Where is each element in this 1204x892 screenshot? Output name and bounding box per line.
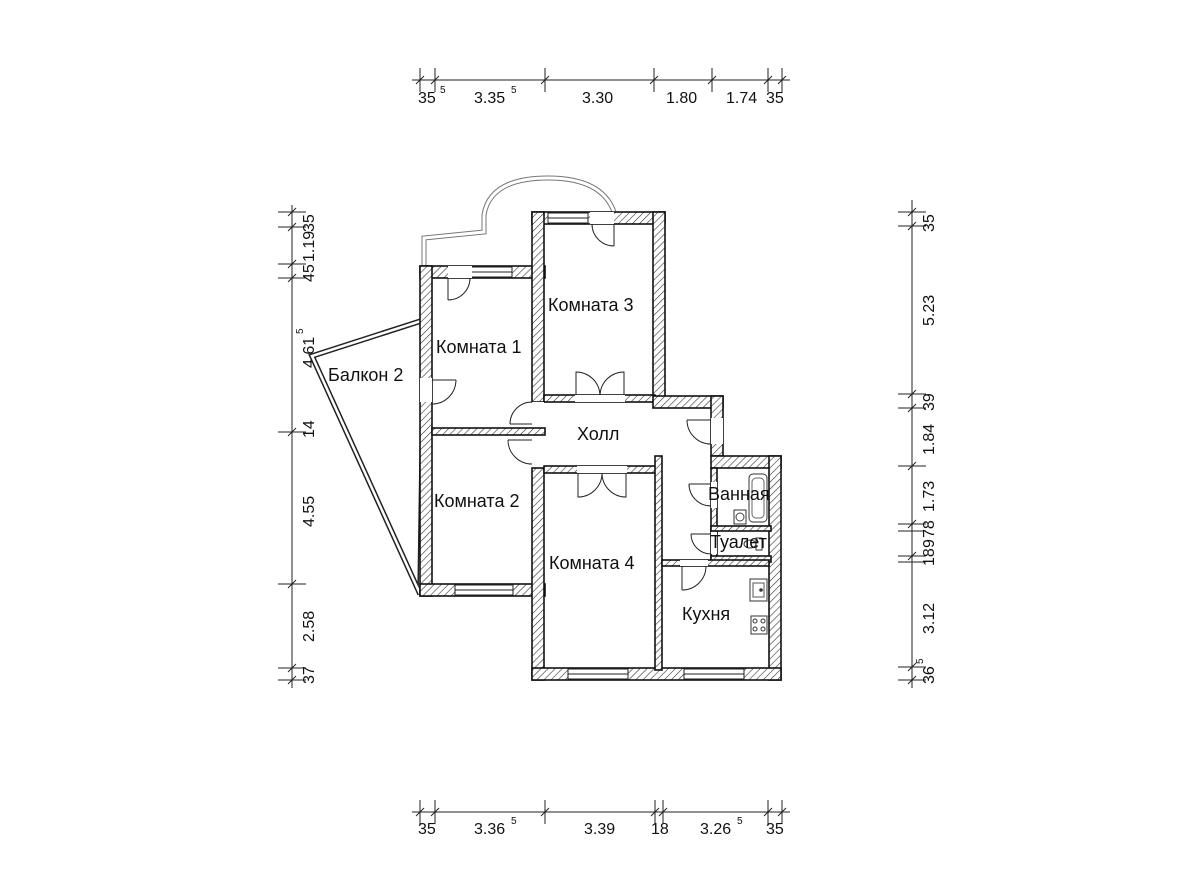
bottom-dimension-line: 35 3.36 5 3.39 18 3.26 5 35 [412, 800, 790, 838]
bathtub-icon [748, 473, 768, 523]
room-label-bathroom: Ванная [708, 484, 770, 504]
dim-bottom-2-sup: 5 [511, 816, 517, 827]
dim-top-1-sup: 5 [440, 85, 446, 96]
dim-top-2-sup: 5 [511, 85, 517, 96]
dim-top-6: 35 [766, 90, 784, 107]
stove-icon [750, 615, 768, 635]
dim-right-6: 78 [921, 520, 938, 538]
washbasin-icon [733, 509, 747, 525]
room-label-toilet: Туалет [710, 532, 767, 552]
kitchen-sink-icon [749, 578, 768, 602]
room-label-room-2: Комната 2 [434, 491, 520, 511]
left-dimension-line: 35 1.19 45 4.61 5 14 4.55 2.58 37 [278, 205, 318, 688]
dim-right-2: 5.23 [921, 295, 938, 326]
dim-bottom-4: 18 [651, 821, 669, 838]
balcony-bay-outline [421, 175, 617, 266]
dim-left-6: 4.55 [301, 496, 318, 527]
dim-left-1: 35 [301, 214, 318, 232]
dim-right-1: 35 [921, 214, 938, 232]
dim-bottom-6: 35 [766, 821, 784, 838]
room-label-hall: Холл [577, 424, 619, 444]
dim-left-2: 1.19 [301, 231, 318, 262]
dim-left-7: 2.58 [301, 611, 318, 642]
room-label-balcony-2: Балкон 2 [328, 365, 403, 385]
dim-right-3: 39 [921, 393, 938, 411]
toilet-fixture-icon [743, 537, 763, 551]
dim-bottom-5: 3.26 [700, 821, 731, 838]
room-label-room-4: Комната 4 [549, 553, 635, 573]
dim-left-4-sup: 5 [295, 328, 306, 334]
right-dimension-line: 35 5.23 39 1.84 1.73 78 9 18 3.12 36 5 [898, 200, 938, 688]
dim-top-5: 1.74 [726, 90, 757, 107]
dim-right-10: 36 [921, 666, 938, 684]
door-room-1-balcony [447, 266, 472, 301]
dim-top-1: 35 [418, 90, 436, 107]
dim-bottom-1: 35 [418, 821, 436, 838]
doors [420, 212, 723, 591]
dim-right-10-sup: 5 [915, 658, 926, 664]
dim-right-9: 3.12 [921, 603, 938, 634]
dim-right-8: 18 [921, 548, 938, 566]
door-kitchen [680, 560, 708, 591]
door-hall-right [686, 418, 723, 445]
dim-top-3: 3.30 [582, 90, 613, 107]
balcony-2-outline [308, 316, 427, 596]
top-dimension-line: 35 5 3.35 5 3.30 1.80 1.74 35 [412, 68, 790, 107]
dim-right-7: 9 [921, 539, 938, 548]
windows [454, 212, 745, 680]
door-room-4-hall [577, 466, 627, 498]
dim-left-3: 45 [301, 264, 318, 282]
dim-bottom-5-sup: 5 [737, 816, 743, 827]
door-room-2-hall [507, 438, 544, 465]
dim-right-4: 1.84 [921, 424, 938, 455]
dim-top-4: 1.80 [666, 90, 697, 107]
dim-left-8: 37 [301, 666, 318, 684]
door-bathroom [688, 482, 717, 508]
fixtures [733, 473, 768, 635]
room-label-room-3: Комната 3 [548, 295, 634, 315]
room-label-room-1: Комната 1 [436, 337, 522, 357]
door-toilet [690, 532, 717, 555]
room-label-kitchen: Кухня [682, 604, 730, 624]
dim-bottom-3: 3.39 [584, 821, 615, 838]
dim-top-2: 3.35 [474, 90, 505, 107]
dim-left-5: 14 [301, 420, 318, 438]
door-room-1-hall [509, 401, 544, 426]
dim-right-5: 1.73 [921, 481, 938, 512]
door-room-1-balcony-2 [420, 378, 457, 405]
room-labels: Комната 3 Комната 1 Балкон 2 Холл Комнат… [328, 295, 770, 624]
dim-bottom-2: 3.36 [474, 821, 505, 838]
door-room-3-balcony [590, 212, 615, 247]
door-room-3-hall [575, 371, 625, 402]
